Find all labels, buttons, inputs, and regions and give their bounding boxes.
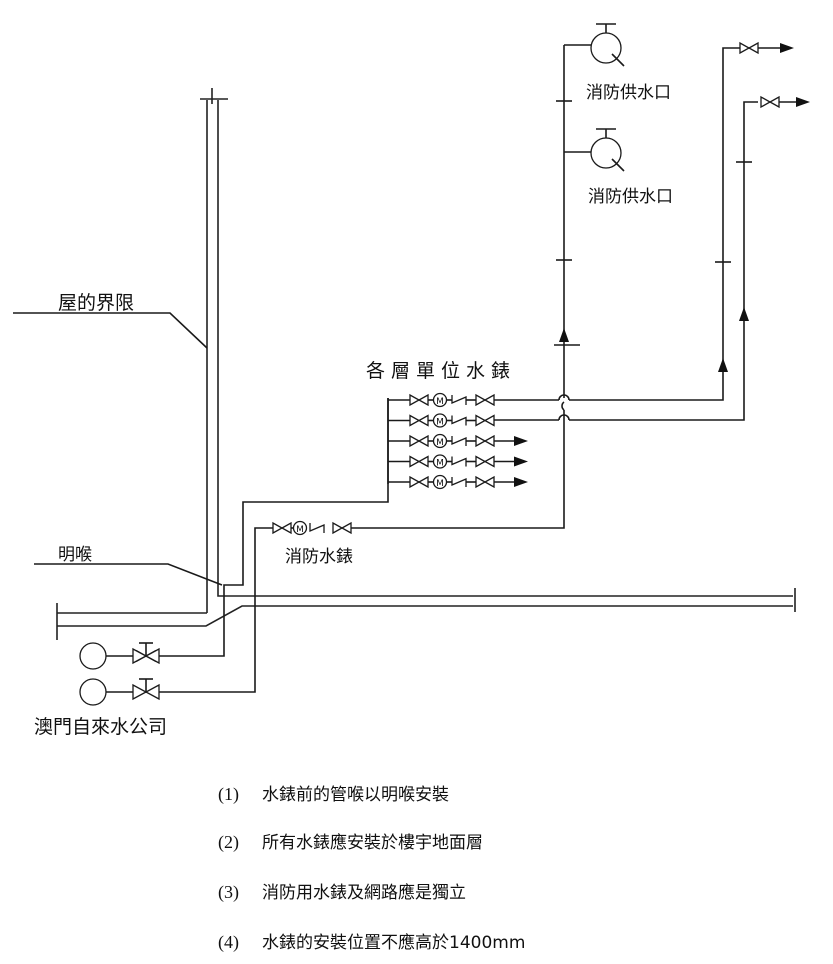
valve-icon [475, 394, 495, 406]
boundary-label: 屋的界限 [58, 292, 135, 314]
fire-meter-assembly [272, 520, 352, 536]
meter-icon [432, 474, 448, 490]
valve-icon [409, 414, 429, 427]
arrow-icon [514, 456, 528, 467]
meter-icon [432, 392, 448, 408]
unit-meter-row [388, 454, 528, 470]
unit-meter-row [388, 433, 528, 449]
meter-icon [432, 454, 448, 470]
check-valve-icon [451, 435, 467, 447]
unit-meter-row [388, 392, 495, 408]
unit-meter-row [388, 474, 528, 490]
unit-meters-label: 各層單位水錶 [366, 360, 517, 382]
arrow-icon [514, 477, 528, 487]
valve-icon [475, 455, 495, 468]
arrow-icon [514, 436, 528, 446]
note-item: (1)水錶前的管喉以明喉安裝 [218, 784, 449, 805]
valve-icon [409, 476, 429, 488]
check-valve-icon [451, 394, 467, 406]
check-valve-icon [451, 414, 467, 427]
unit-meter-rows [388, 392, 528, 490]
valve-icon [409, 455, 429, 468]
check-valve-icon [451, 476, 467, 488]
fire-inlet-1 [590, 23, 625, 67]
note-item: (2)所有水錶應安裝於樓宇地面層 [218, 832, 483, 853]
fire-inlet-2 [590, 128, 625, 172]
unit-risers [494, 42, 810, 421]
valve-icon [475, 476, 495, 488]
exposed-pipe-label: 明喉 [58, 545, 92, 565]
check-valve-icon [451, 455, 467, 468]
valve-icon [409, 435, 429, 447]
supplier-connection-2 [79, 678, 160, 706]
supplier-connection-1 [79, 642, 160, 670]
fire-inlet-1-label: 消防供水口 [586, 83, 671, 103]
fire-inlet-2-label: 消防供水口 [588, 187, 673, 207]
valve-icon [409, 394, 429, 406]
unit-meter-row [388, 413, 495, 429]
exposed-pipe-leader [34, 563, 223, 586]
supplier-label: 澳門自來水公司 [34, 716, 168, 738]
meter-icon [432, 433, 448, 449]
fire-supply-pipe [105, 44, 592, 693]
fire-meter-label: 消防水錶 [285, 547, 353, 567]
valve-icon [475, 435, 495, 447]
note-item: (4)水錶的安裝位置不應高於1400mm [218, 932, 526, 953]
boundary-leader [13, 312, 208, 349]
valve-icon [475, 414, 495, 427]
meter-icon [432, 413, 448, 429]
note-item: (3)消防用水錶及網路應是獨立 [218, 882, 466, 903]
